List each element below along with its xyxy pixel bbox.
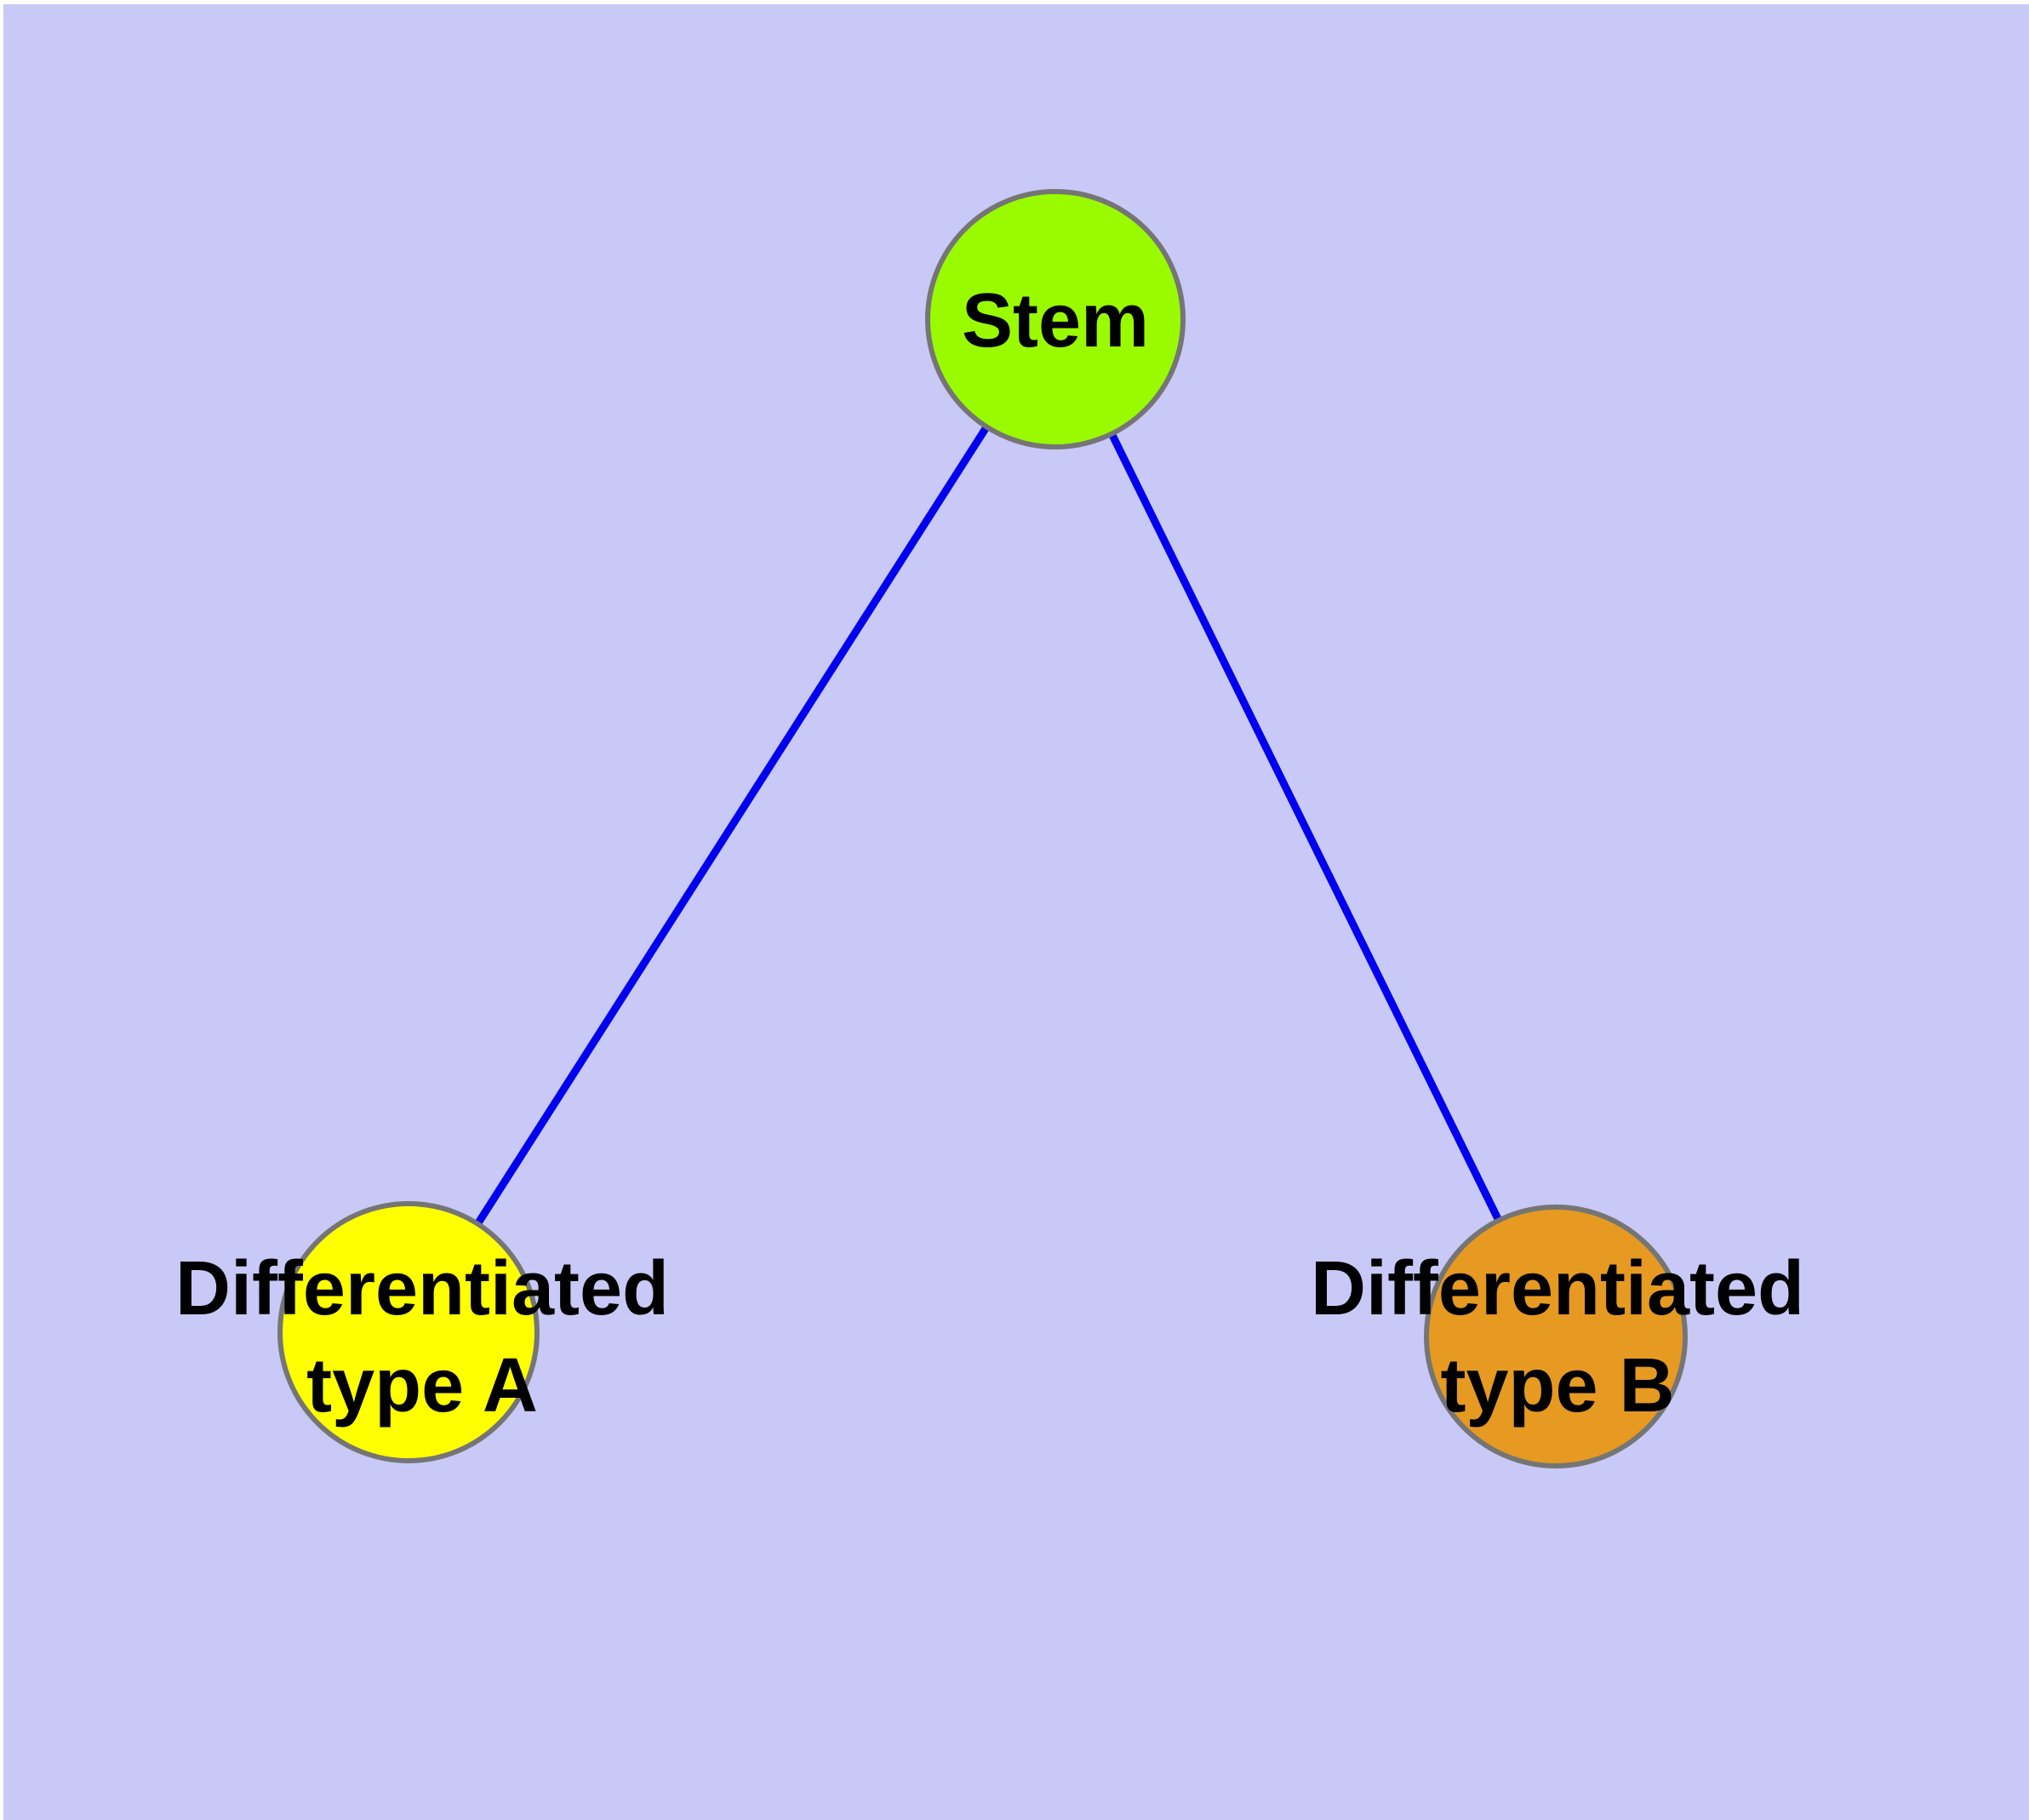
node-type-b-label-line1: Differentiated: [1311, 1246, 1804, 1331]
node-differentiated-type-b: [1424, 1205, 1688, 1468]
node-stem: [925, 189, 1186, 449]
node-differentiated-type-a: [277, 1201, 540, 1463]
node-type-a-label-line1: Differentiated: [175, 1246, 669, 1331]
node-type-a-label-line2: type A: [306, 1343, 538, 1428]
edge-stem-to-type-a: [405, 317, 1059, 1335]
node-stem-label: Stem: [962, 278, 1149, 363]
edge-stem-to-type-b: [1051, 318, 1560, 1338]
node-type-b-label-line2: type B: [1440, 1343, 1674, 1428]
